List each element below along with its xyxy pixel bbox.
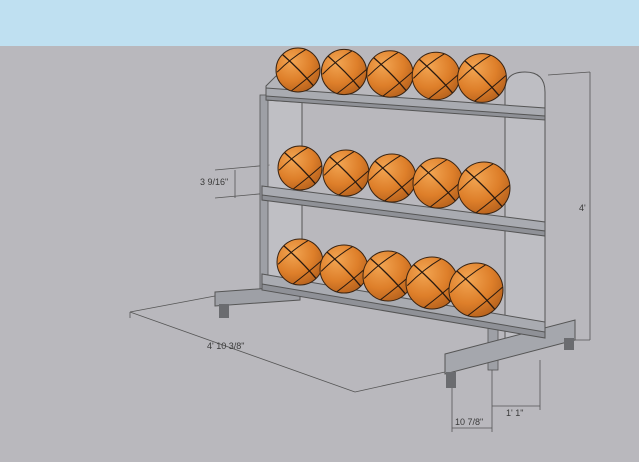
sky bbox=[0, 0, 639, 46]
basketball[interactable] bbox=[457, 53, 507, 103]
basketball[interactable] bbox=[319, 244, 369, 294]
basketball[interactable] bbox=[367, 153, 417, 203]
height-label: 4' bbox=[579, 203, 586, 213]
basketball[interactable] bbox=[277, 145, 323, 191]
basketball[interactable] bbox=[276, 238, 324, 286]
front-rails bbox=[261, 95, 546, 339]
depth-label-a: 10 7/8" bbox=[455, 417, 484, 427]
basketball[interactable] bbox=[275, 47, 321, 93]
basketball[interactable] bbox=[448, 262, 504, 318]
basketball[interactable] bbox=[412, 157, 464, 209]
basketball[interactable] bbox=[366, 50, 414, 98]
dimension-length-lines bbox=[129, 295, 446, 393]
shelf-spacing-label: 3 9/16" bbox=[200, 177, 229, 187]
basketballs[interactable] bbox=[275, 47, 511, 318]
basketball[interactable] bbox=[362, 250, 414, 302]
length-label: 4' 10 3/8" bbox=[207, 341, 245, 351]
basketball[interactable] bbox=[322, 149, 370, 197]
basketball[interactable] bbox=[320, 48, 368, 96]
basketball[interactable] bbox=[411, 51, 461, 101]
depth-label-b: 1' 1" bbox=[506, 408, 524, 418]
basketball[interactable] bbox=[457, 161, 511, 215]
